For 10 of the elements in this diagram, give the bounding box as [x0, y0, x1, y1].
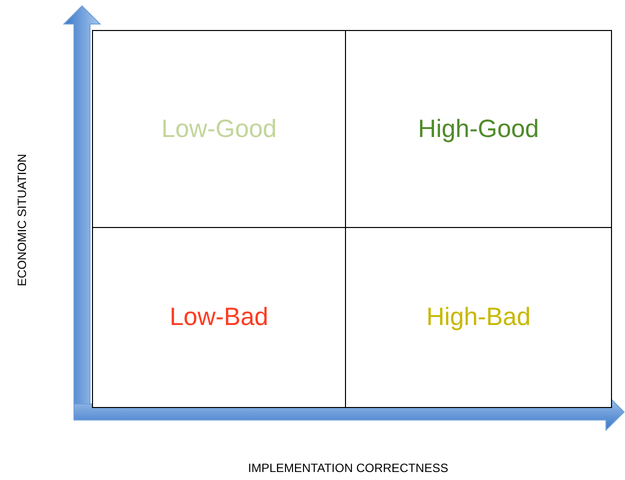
quadrant-label: High-Good — [418, 114, 539, 144]
quadrant-label: Low-Bad — [170, 303, 268, 332]
axis-title: ECONOMIC SITUATION — [15, 154, 30, 286]
quadrant-label: Low-Good — [161, 114, 277, 144]
quadrant-cell — [345, 227, 612, 408]
quadrant-label: High-Bad — [426, 303, 531, 332]
quadrant-cell — [92, 227, 346, 408]
quadrant-cell — [345, 30, 612, 228]
quadrant-cell — [92, 30, 346, 228]
axis-title: IMPLEMENTATION CORRECTNESS — [248, 461, 448, 475]
